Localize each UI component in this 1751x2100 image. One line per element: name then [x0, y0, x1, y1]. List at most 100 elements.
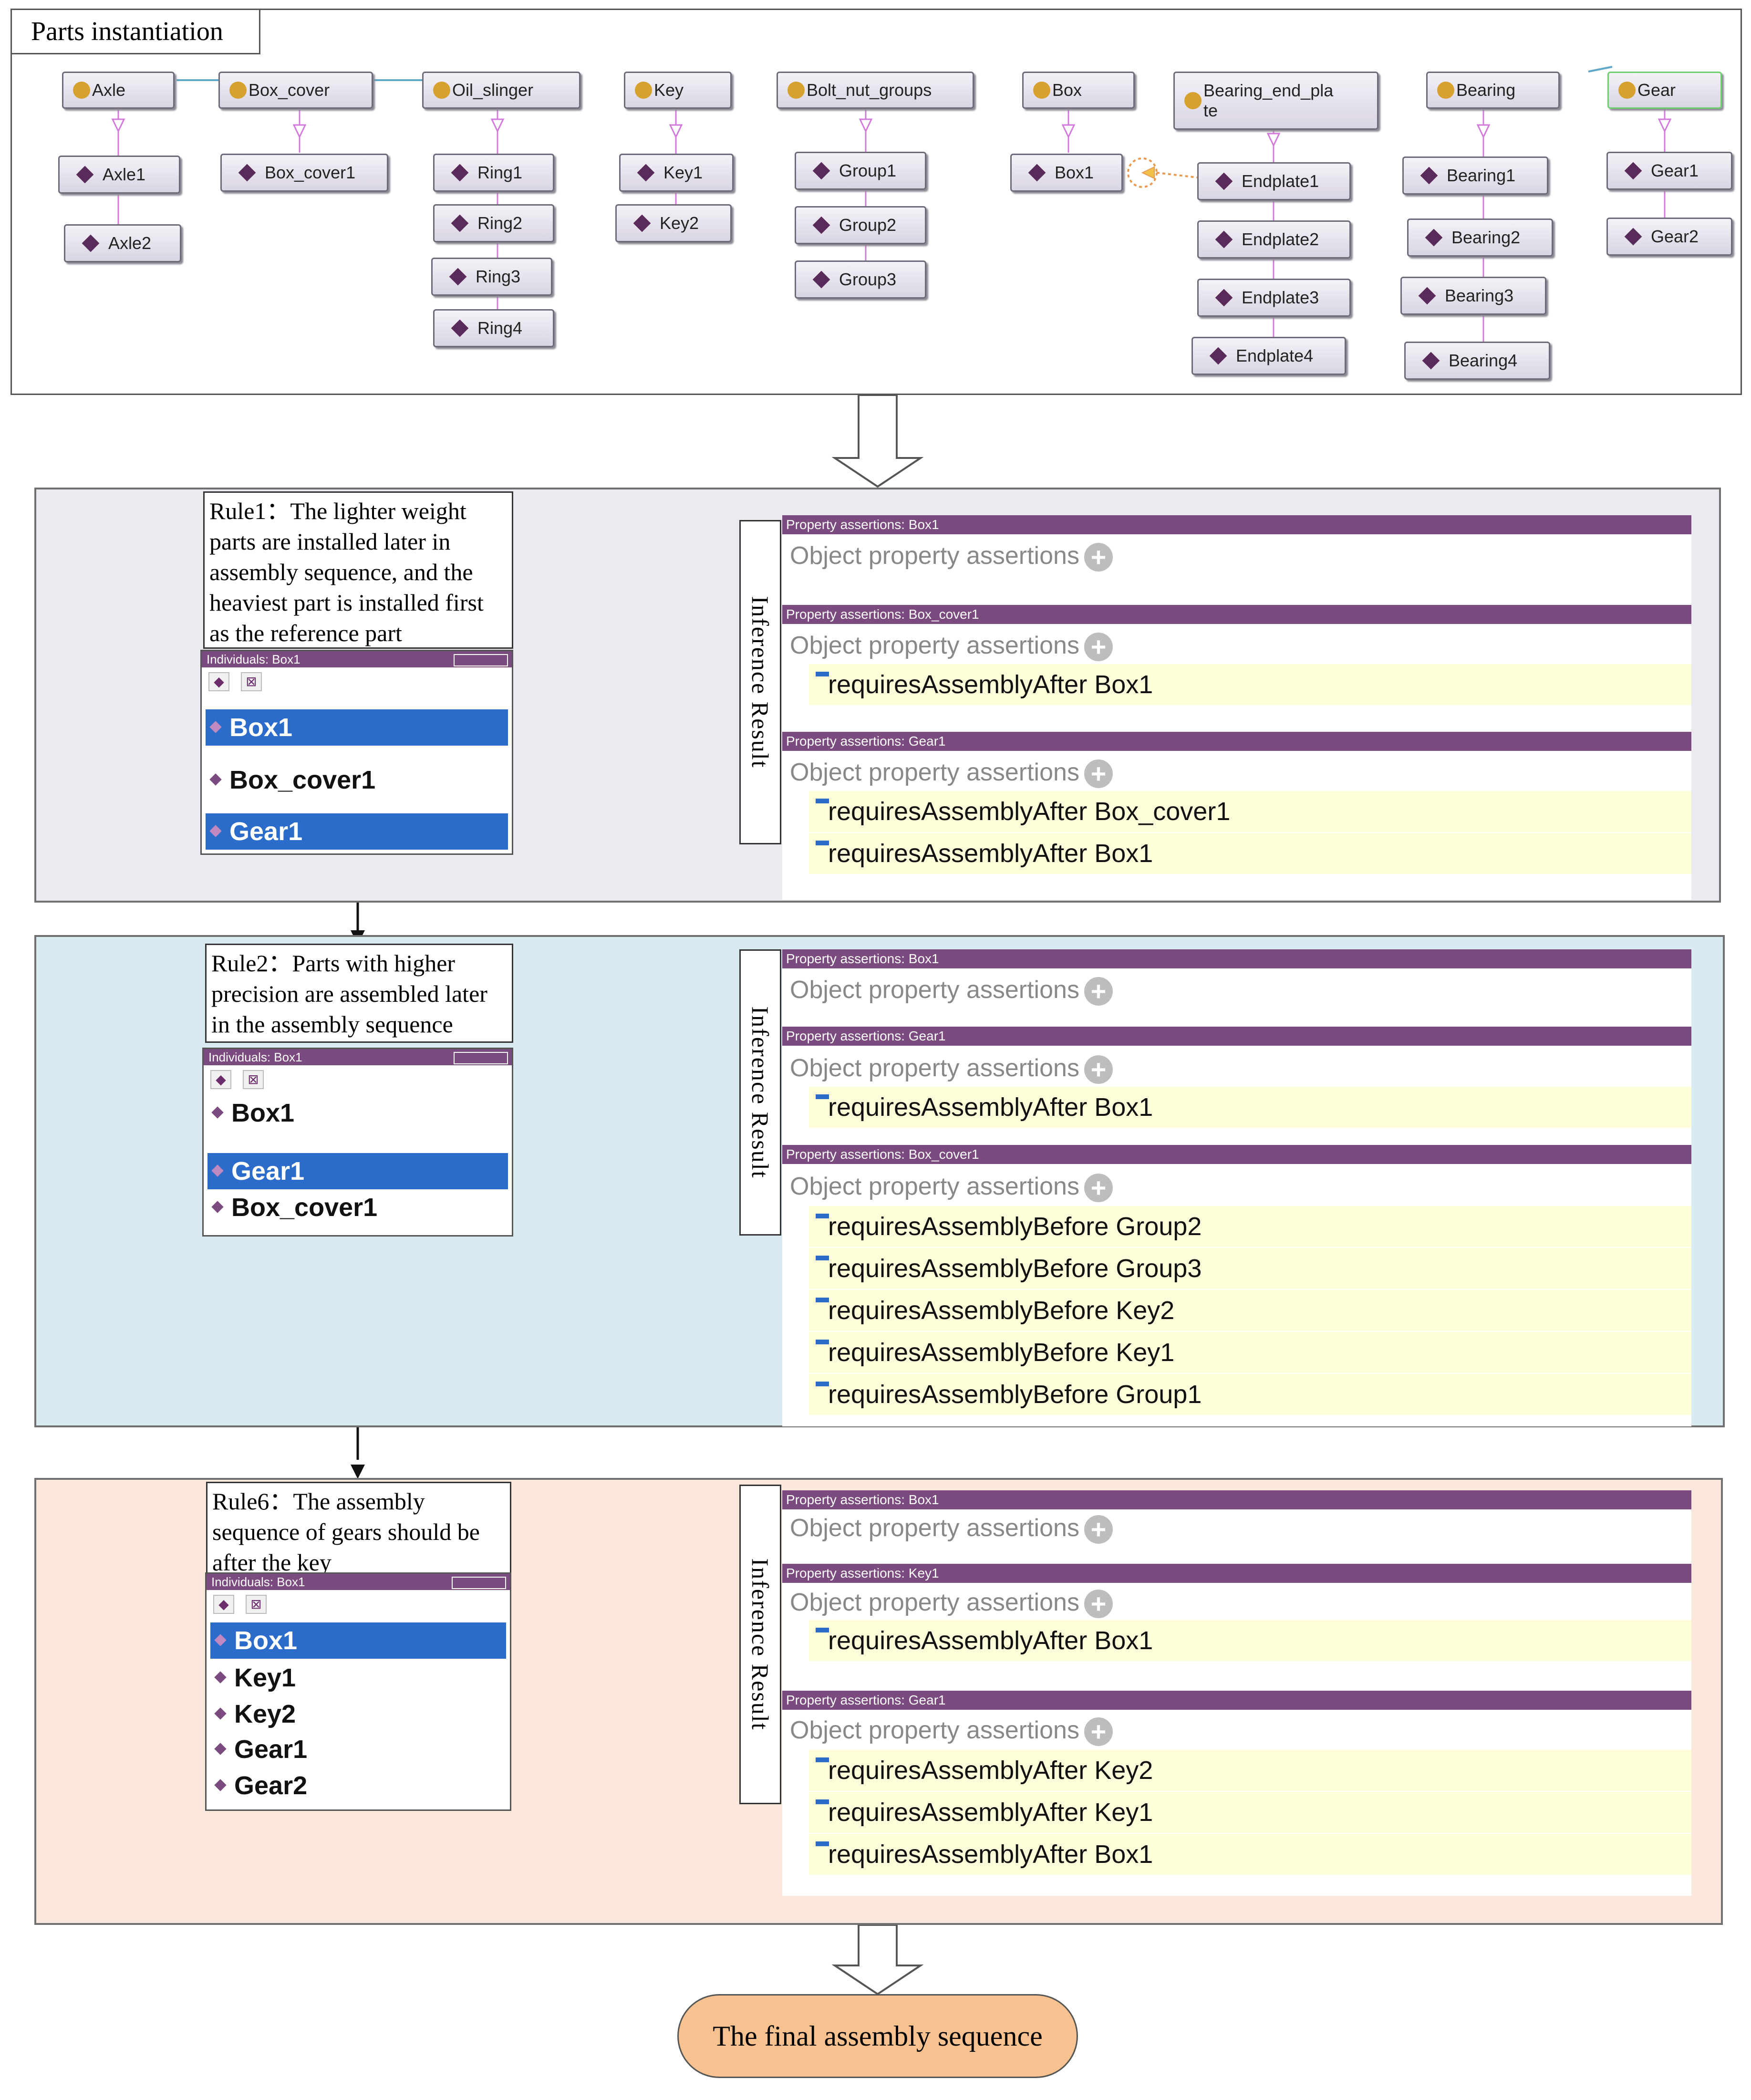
assertion-row[interactable]: requiresAssemblyBefore Key2: [809, 1290, 1691, 1331]
class-node-oil-slinger[interactable]: Oil_slinger: [422, 72, 580, 109]
assertion-row[interactable]: requiresAssemblyBefore Group2: [809, 1206, 1691, 1247]
class-node-bolt-nut-groups[interactable]: Bolt_nut_groups: [777, 72, 974, 109]
class-icon: [1437, 82, 1454, 99]
individuals-toolbar: ◆⊠: [204, 1065, 512, 1092]
rule1-individuals-list: Individuals: Box1 ◆⊠ Box1 Box_cover1 Gea…: [200, 650, 513, 855]
add-assertion-icon[interactable]: +: [1084, 1174, 1113, 1203]
individual-item[interactable]: Box1: [206, 709, 508, 746]
individual-item-label: Gear1: [229, 817, 303, 846]
individual-node-group2[interactable]: Group2: [795, 206, 926, 244]
individual-node-endplate4[interactable]: Endplate4: [1192, 337, 1346, 375]
window-controls[interactable]: [454, 654, 508, 666]
individual-item-label: Key1: [234, 1663, 296, 1692]
add-assertion-icon[interactable]: +: [1084, 1717, 1113, 1747]
class-node-bearing-end-plate[interactable]: Bearing_end_pla te: [1173, 72, 1378, 130]
add-assertion-icon[interactable]: +: [1084, 633, 1113, 662]
class-node-key[interactable]: Key: [624, 72, 732, 109]
individual-node-endplate3[interactable]: Endplate3: [1197, 279, 1351, 317]
add-assertion-icon[interactable]: +: [1084, 977, 1113, 1006]
class-label: Bearing: [1456, 80, 1516, 100]
individual-item[interactable]: Key2: [210, 1696, 506, 1732]
object-property-assertions-label: Object property assertions+: [790, 1586, 1113, 1619]
individual-item[interactable]: Gear1: [210, 1731, 506, 1767]
individual-item[interactable]: Gear1: [206, 813, 508, 850]
add-assertion-icon[interactable]: +: [1084, 543, 1113, 572]
add-assertion-icon[interactable]: +: [1084, 759, 1113, 789]
class-node-axle[interactable]: Axle: [62, 72, 175, 109]
add-assertion-icon[interactable]: +: [1084, 1590, 1113, 1619]
window-controls[interactable]: [454, 1052, 508, 1064]
individual-node-key1[interactable]: Key1: [619, 154, 734, 192]
add-assertion-icon[interactable]: +: [1084, 1055, 1113, 1084]
individual-node-group3[interactable]: Group3: [795, 260, 926, 299]
assertion-row[interactable]: requiresAssemblyBefore Key1: [809, 1332, 1691, 1373]
delete-individual-icon[interactable]: ⊠: [243, 1070, 264, 1089]
assertion-text: requiresAssemblyAfter Key2: [828, 1756, 1153, 1785]
assertion-row[interactable]: requiresAssemblyAfter Box1: [809, 1087, 1691, 1128]
window-controls[interactable]: [452, 1577, 506, 1589]
assertion-row[interactable]: requiresAssemblyBefore Group1: [809, 1374, 1691, 1415]
add-assertion-icon[interactable]: +: [1084, 1515, 1113, 1544]
rule2-individuals-list: Individuals: Box1 ◆⊠ Box1 Gear1 Box_cove…: [202, 1048, 513, 1237]
class-node-bearing[interactable]: Bearing: [1426, 72, 1560, 109]
add-individual-icon[interactable]: ◆: [210, 1070, 231, 1089]
individual-item[interactable]: Box1: [210, 1622, 506, 1659]
class-node-gear[interactable]: Gear: [1607, 72, 1722, 109]
inference-result-label: Inference Result: [747, 1006, 774, 1179]
individual-label: Endplate1: [1242, 171, 1319, 191]
assertion-text: requiresAssemblyAfter Box_cover1: [828, 797, 1231, 826]
individual-node-bearing4[interactable]: Bearing4: [1404, 342, 1550, 380]
individual-icon: [209, 825, 222, 837]
assertion-row[interactable]: requiresAssemblyAfter Key1: [809, 1792, 1691, 1833]
individual-node-endplate2[interactable]: Endplate2: [1197, 220, 1351, 259]
individual-icon: [214, 1671, 227, 1684]
assertion-text: requiresAssemblyAfter Box1: [828, 839, 1153, 868]
individual-node-gear1[interactable]: Gear1: [1606, 152, 1732, 190]
individual-icon: [214, 1634, 227, 1646]
class-node-box-cover[interactable]: Box_cover: [218, 72, 373, 109]
individual-node-endplate1[interactable]: Endplate1: [1197, 162, 1351, 200]
delete-individual-icon[interactable]: ⊠: [241, 672, 262, 691]
individual-item[interactable]: Key1: [210, 1660, 506, 1696]
individual-node-bearing2[interactable]: Bearing2: [1407, 218, 1553, 257]
individual-node-group1[interactable]: Group1: [795, 152, 926, 190]
individual-node-box1[interactable]: Box1: [1010, 154, 1123, 192]
individual-label: Bearing4: [1449, 351, 1518, 370]
individual-node-gear2[interactable]: Gear2: [1606, 218, 1732, 256]
individuals-header: Individuals: Box1: [207, 1574, 510, 1590]
individual-item[interactable]: Box_cover1: [206, 762, 508, 798]
individual-node-ring2[interactable]: Ring2: [433, 204, 554, 242]
individual-node-axle1[interactable]: Axle1: [58, 156, 180, 194]
object-property-assertions-label: Object property assertions+: [790, 1051, 1113, 1085]
class-label: Key: [654, 80, 684, 100]
individual-icon: [211, 1164, 224, 1177]
individual-node-ring1[interactable]: Ring1: [433, 154, 554, 192]
individual-node-ring4[interactable]: Ring4: [433, 309, 554, 347]
individual-node-axle2[interactable]: Axle2: [64, 224, 181, 262]
individual-item-label: Gear1: [234, 1735, 308, 1764]
individual-node-ring3[interactable]: Ring3: [431, 258, 552, 296]
individual-node-bearing3[interactable]: Bearing3: [1400, 277, 1546, 315]
individual-item[interactable]: Box1: [207, 1095, 508, 1131]
inference-result-label: Inference Result: [747, 596, 774, 769]
add-individual-icon[interactable]: ◆: [208, 672, 229, 691]
assertion-row[interactable]: requiresAssemblyAfter Box1: [809, 833, 1691, 874]
individual-item[interactable]: Gear1: [207, 1153, 508, 1189]
assertion-text: requiresAssemblyAfter Box1: [828, 1840, 1153, 1869]
assertion-row[interactable]: requiresAssemblyBefore Group3: [809, 1248, 1691, 1289]
class-label: Box: [1052, 80, 1082, 100]
individual-item[interactable]: Gear2: [210, 1767, 506, 1804]
assertion-row[interactable]: requiresAssemblyAfter Box1: [809, 664, 1691, 705]
assertion-row[interactable]: requiresAssemblyAfter Box1: [809, 1620, 1691, 1661]
assertion-row[interactable]: requiresAssemblyAfter Box_cover1: [809, 791, 1691, 832]
individual-node-box-cover1[interactable]: Box_cover1: [220, 154, 388, 192]
delete-individual-icon[interactable]: ⊠: [246, 1595, 267, 1614]
individual-item[interactable]: Box_cover1: [207, 1189, 508, 1226]
individual-node-key2[interactable]: Key2: [615, 204, 732, 242]
assertion-row[interactable]: requiresAssemblyAfter Box1: [809, 1834, 1691, 1875]
add-individual-icon[interactable]: ◆: [213, 1595, 234, 1614]
individual-node-bearing1[interactable]: Bearing1: [1402, 156, 1548, 195]
property-icon: [816, 1382, 829, 1386]
assertion-row[interactable]: requiresAssemblyAfter Key2: [809, 1750, 1691, 1791]
class-node-box[interactable]: Box: [1022, 72, 1135, 109]
